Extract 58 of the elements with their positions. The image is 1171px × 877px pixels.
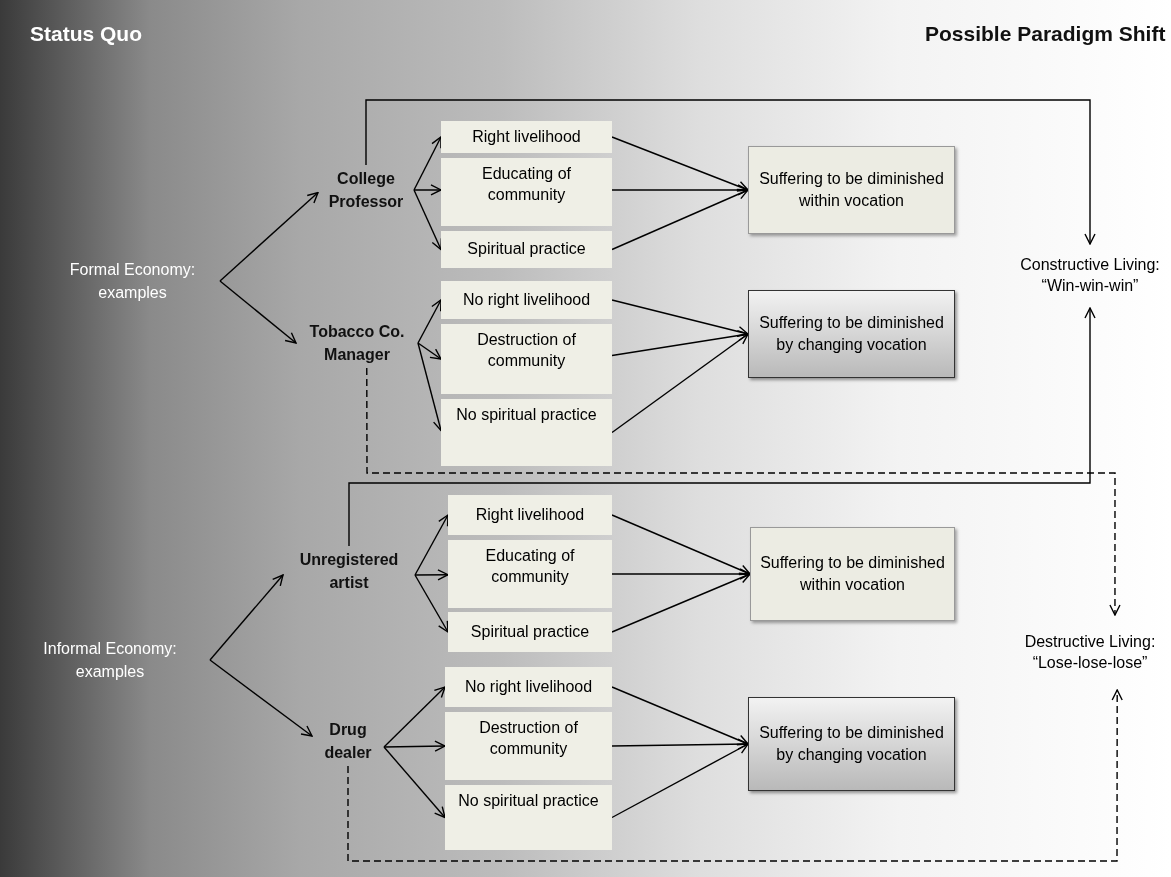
arrow [417,342,444,432]
practice-box: Spiritual practice [448,612,612,652]
practice-box: Educating of community [441,158,612,226]
outcome-box: Suffering to be diminished by changing vocation [748,290,955,378]
arrow [383,740,446,752]
arrow [365,99,1096,245]
practice-box: Destruction of community [441,324,612,394]
outcome-label: Constructive Living: “Win-win-win” [1019,255,1161,296]
outcome-box: Suffering to be diminished within vocation [750,527,955,621]
outcome-box: Suffering to be diminished by changing vocation [748,697,955,791]
practice-box: No right livelihood [441,281,612,319]
arrow [413,189,443,251]
arrow [611,329,749,357]
arrow [209,574,284,661]
arrow [417,342,442,360]
practice-box: Educating of community [448,540,612,608]
arrow [413,136,442,191]
role-label: Drug dealer [323,719,373,763]
economy-label: Formal Economy: examples [68,259,197,303]
arrow [383,746,446,819]
arrow [611,738,749,750]
arrow [611,572,751,633]
arrow [611,743,749,819]
role-label: Tobacco Co. Manager [308,321,406,365]
arrow [219,280,297,344]
outcome-label: Destructive Living: “Lose-lose-lose” [1023,631,1157,673]
arrow [611,514,751,576]
arrow [611,136,749,192]
role-label: College Professor [327,168,405,212]
role-label: Unregistered artist [298,549,400,593]
heading: Status Quo [30,22,142,46]
arrow [413,184,442,196]
arrow [348,307,1096,547]
practice-box: Right livelihood [448,495,612,535]
arrow [611,686,749,746]
arrow [209,659,313,737]
arrow [611,184,749,196]
arrow [219,191,319,282]
arrow [611,568,751,580]
dashed-arrow [347,689,1123,862]
dashed-arrow [366,367,1121,616]
heading: Possible Paradigm Shift [925,22,1166,46]
arrow [417,299,442,344]
economy-label: Informal Economy: examples [42,638,178,682]
practice-box: No spiritual practice [445,785,612,850]
arrow [611,299,749,338]
practice-box: No spiritual practice [441,399,612,466]
arrow [414,514,449,576]
outcome-box: Suffering to be diminished within vocation [748,146,955,234]
practice-box: No right livelihood [445,667,612,707]
arrow [383,686,446,748]
practice-box: Destruction of community [445,712,612,780]
practice-box: Spiritual practice [441,231,612,268]
arrow [414,574,449,633]
practice-box: Right livelihood [441,121,612,153]
arrow [611,333,749,434]
arrow [611,188,749,251]
arrow [414,569,449,581]
